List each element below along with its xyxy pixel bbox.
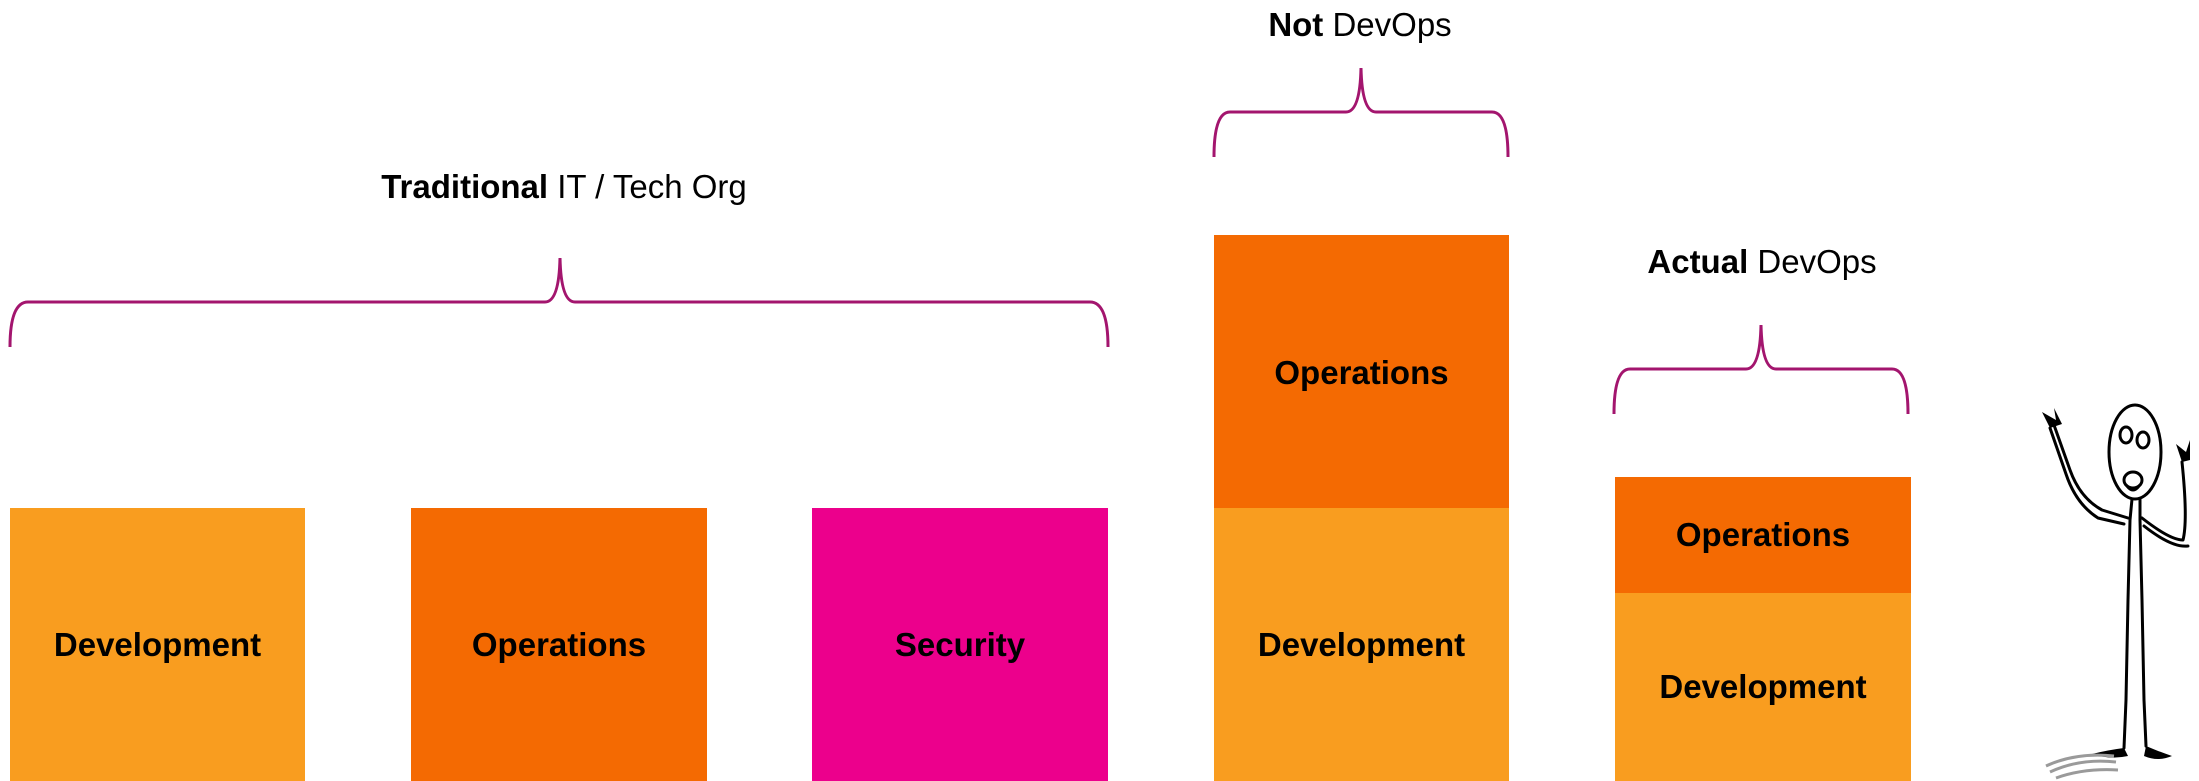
traditional-title-bold: Traditional xyxy=(381,168,549,205)
trad-security-label: Security xyxy=(894,625,1026,663)
actual-devops-title-bold: Actual xyxy=(1647,243,1749,280)
actual-devops-operations-box: Operations xyxy=(1615,477,1911,593)
trad-development-label: Development xyxy=(53,625,262,663)
trad-security-box: Security xyxy=(812,508,1108,781)
traditional-group-title: Traditional IT / Tech Org xyxy=(381,170,747,203)
not-devops-operations-box: Operations xyxy=(1214,235,1509,508)
not-devops-group-title: Not DevOps xyxy=(1268,8,1451,41)
trad-operations-label: Operations xyxy=(471,625,647,663)
actual-devops-brace xyxy=(1612,324,1910,415)
not-devops-brace xyxy=(1212,67,1510,158)
traditional-title-rest: IT / Tech Org xyxy=(548,168,747,205)
not-devops-title-bold: Not xyxy=(1268,6,1324,43)
trad-operations-box: Operations xyxy=(411,508,707,781)
trad-development-box: Development xyxy=(10,508,305,781)
not-devops-development-box: Development xyxy=(1214,508,1509,781)
not-devops-title-rest: DevOps xyxy=(1323,6,1452,43)
actual-devops-title-rest: DevOps xyxy=(1748,243,1877,280)
actual-devops-development-box: Development xyxy=(1615,593,1911,781)
not-devops-operations-label: Operations xyxy=(1274,353,1449,391)
actual-devops-development-label: Development xyxy=(1659,668,1867,705)
shocked-stick-figure-icon xyxy=(2042,403,2190,780)
actual-devops-group-title: Actual DevOps xyxy=(1647,245,1876,278)
actual-devops-operations-label: Operations xyxy=(1675,516,1851,553)
traditional-brace xyxy=(8,257,1110,348)
not-devops-development-label: Development xyxy=(1257,625,1466,663)
